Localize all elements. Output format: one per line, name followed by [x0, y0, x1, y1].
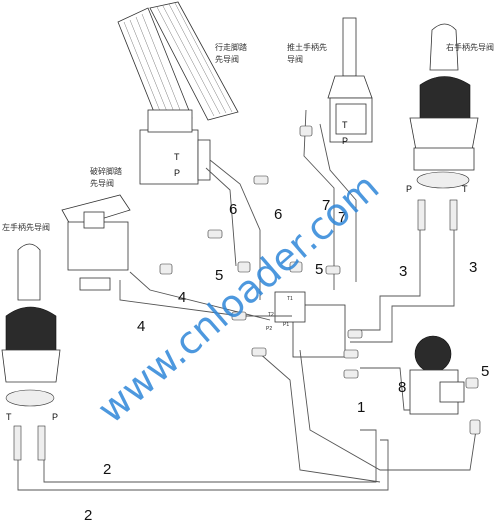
dozer-handle-label-2: 导阀 — [287, 55, 303, 64]
hose-number-5c: 5 — [481, 363, 489, 380]
hose-number-8: 8 — [398, 379, 406, 396]
dozer-handle-label-1: 推土手柄先 — [287, 42, 327, 52]
dozer-handle-valve — [327, 17, 373, 143]
travel-pedal-label-1: 行走脚踏 — [215, 42, 247, 52]
hose-number-1: 1 — [357, 399, 365, 416]
right-handle-port-p: P — [406, 184, 412, 194]
hose-number-7a: 7 — [322, 197, 330, 214]
hose-number-4b: 4 — [137, 318, 145, 335]
pump-accumulator-unit — [409, 335, 465, 415]
hose-number-2b: 2 — [84, 507, 92, 523]
hose-number-4a: 4 — [178, 289, 186, 306]
travel-pedal-valve — [117, 1, 239, 185]
dozer-port-t: T — [342, 120, 348, 130]
dozer-port-p: P — [342, 136, 348, 146]
breaker-pedal-label-1: 破碎脚踏 — [90, 166, 122, 176]
hose-number-6a: 6 — [229, 201, 237, 218]
travel-pedal-label-2: 先导阀 — [215, 54, 239, 64]
block-port-t2: T2 — [268, 312, 274, 318]
hose-number-3b: 3 — [469, 259, 477, 276]
breaker-pedal-valve — [61, 194, 131, 291]
left-handle-port-t: T — [6, 412, 12, 422]
travel-pedal-port-t: T — [174, 152, 180, 162]
hose-number-3a: 3 — [399, 263, 407, 280]
hose-number-7b: 7 — [338, 209, 346, 226]
left-handle-valve — [1, 243, 61, 461]
left-handle-port-p: P — [52, 412, 58, 422]
hose-number-5b: 5 — [315, 261, 323, 278]
right-pedal — [149, 1, 239, 121]
block-port-p2: P2 — [266, 326, 272, 332]
breaker-pedal-label-2: 先导阀 — [90, 178, 114, 188]
watermark: www.cnloader.com — [89, 165, 387, 432]
block-port-t1: T1 — [287, 296, 293, 302]
travel-pedal-port-p: P — [174, 168, 180, 178]
hose-lines — [17, 109, 477, 491]
left-handle-label: 左手柄先导阀 — [2, 222, 50, 232]
hose-number-5a: 5 — [215, 267, 223, 284]
central-valve-block — [274, 291, 346, 358]
right-handle-valve — [409, 23, 479, 231]
hose-number-6b: 6 — [274, 206, 282, 223]
right-handle-label: 右手柄先导阀 — [446, 42, 494, 52]
block-port-p1: P1 — [283, 322, 289, 328]
fittings — [159, 125, 481, 435]
hose-number-2a: 2 — [103, 461, 111, 478]
right-handle-port-t: T — [462, 184, 468, 194]
